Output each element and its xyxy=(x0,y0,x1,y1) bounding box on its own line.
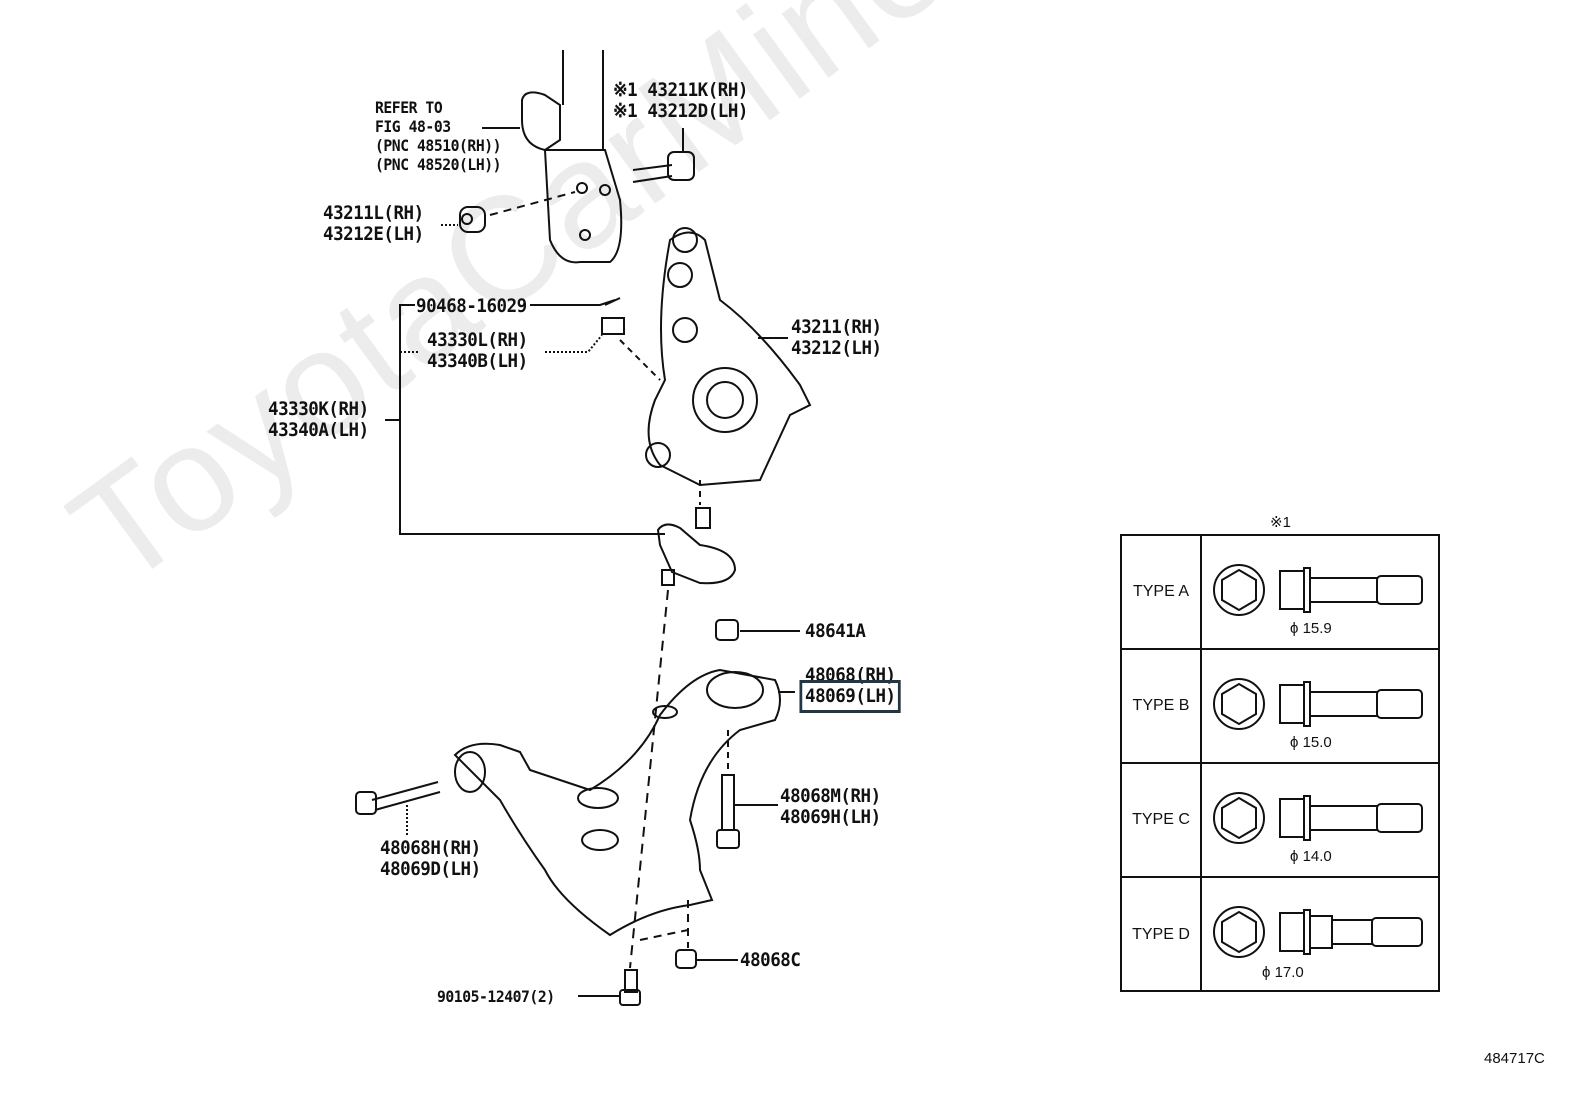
part-number-rh[interactable]: ※1 43211K(RH) xyxy=(613,79,748,101)
part-number-lh-selected[interactable]: 48069(LH) xyxy=(799,680,902,713)
part-number-lh[interactable]: 43340B(LH) xyxy=(427,350,528,372)
part-number-lh[interactable]: 48069H(LH) xyxy=(780,806,881,828)
figure-code: 484717C xyxy=(1484,1050,1545,1067)
part-number-lh[interactable]: 43212(LH) xyxy=(791,337,882,359)
strut-drawing xyxy=(521,50,623,264)
nut-48641a xyxy=(715,619,800,641)
part-number-rh[interactable]: 48068M(RH) xyxy=(780,785,881,807)
refer-line-4: (PNC 48520(LH)) xyxy=(375,155,502,174)
bolt-type-d-icon xyxy=(1213,906,1423,958)
part-number-lh[interactable]: ※1 43212D(LH) xyxy=(613,100,748,122)
part-number-lh[interactable]: 48069D(LH) xyxy=(380,858,481,880)
table-note-mark: ※1 xyxy=(1270,514,1291,531)
part-label-48068m[interactable]: 48068M(RH) 48069H(LH) xyxy=(780,786,881,828)
part-number-rh[interactable]: 43211L(RH) xyxy=(323,202,424,224)
nut-43211l xyxy=(441,127,576,233)
table-row: TYPE D ϕ 17.0 xyxy=(1122,878,1438,992)
knuckle-drawing xyxy=(645,227,812,487)
refer-line-1: REFER TO xyxy=(375,98,443,117)
refer-line-2: FIG 48-03 xyxy=(375,117,451,136)
bolt-type-c-icon xyxy=(1213,792,1423,844)
bolt-48068m xyxy=(716,730,778,849)
part-number-rh[interactable]: 48068H(RH) xyxy=(380,837,481,859)
type-label: TYPE D xyxy=(1122,878,1202,992)
type-label: TYPE B xyxy=(1122,650,1202,762)
part-number-lh[interactable]: 43340A(LH) xyxy=(268,419,369,441)
diameter-label: ϕ 17.0 xyxy=(1262,964,1304,981)
diameter-label: ϕ 15.9 xyxy=(1290,620,1332,637)
table-row: TYPE B ϕ 15.0 xyxy=(1122,650,1438,764)
part-label-43330l[interactable]: 43330L(RH) 43340B(LH) xyxy=(427,330,528,372)
part-label-90468[interactable]: 90468-16029 xyxy=(416,295,527,317)
part-label-48068[interactable]: 48068(RH) 48069(LH) xyxy=(799,664,902,713)
refer-to-label: REFER TO FIG 48-03 (PNC 48510(RH)) (PNC … xyxy=(375,98,502,174)
bolt-type-table: TYPE A ϕ 15.9 TYPE B ϕ 15.0 TYPE C ϕ 14.… xyxy=(1120,534,1440,992)
ball-joint-drawing xyxy=(656,480,737,586)
table-row: TYPE C ϕ 14.0 xyxy=(1122,764,1438,878)
diameter-label: ϕ 15.0 xyxy=(1290,734,1332,751)
part-label-43211k[interactable]: ※1 43211K(RH) ※1 43212D(LH) xyxy=(613,80,748,122)
part-label-43211l[interactable]: 43211L(RH) 43212E(LH) xyxy=(323,203,424,245)
bolt-type-b-icon xyxy=(1213,678,1423,730)
part-label-48068h[interactable]: 48068H(RH) 48069D(LH) xyxy=(380,838,481,880)
table-row: TYPE A ϕ 15.9 xyxy=(1122,536,1438,650)
diameter-label: ϕ 14.0 xyxy=(1290,848,1332,865)
part-number-rh[interactable]: 43330K(RH) xyxy=(268,398,369,420)
nut-48068c xyxy=(675,949,738,969)
bolt-48068h xyxy=(355,781,441,835)
type-label: TYPE A xyxy=(1122,536,1202,648)
part-number-rh[interactable]: 43211(RH) xyxy=(791,316,882,338)
type-label: TYPE C xyxy=(1122,764,1202,876)
part-number-lh[interactable]: 43212E(LH) xyxy=(323,223,424,245)
bracket-lines xyxy=(385,304,665,535)
part-label-43330k[interactable]: 43330K(RH) 43340A(LH) xyxy=(268,399,369,441)
bolt-type-a-icon xyxy=(1213,564,1423,616)
bolt-90105 xyxy=(578,969,641,1006)
refer-line-3: (PNC 48510(RH)) xyxy=(375,136,502,155)
part-number-rh[interactable]: 48068(RH) xyxy=(805,664,896,686)
castle-nut-and-pin xyxy=(530,297,661,381)
part-label-48068c[interactable]: 48068C xyxy=(740,949,801,971)
center-line xyxy=(629,589,669,969)
part-label-43211[interactable]: 43211(RH) 43212(LH) xyxy=(791,317,882,359)
part-label-48641a[interactable]: 48641A xyxy=(805,620,866,642)
lower-arm-drawing xyxy=(453,668,795,937)
part-label-90105[interactable]: 90105-12407(2) xyxy=(437,987,555,1006)
part-number-rh[interactable]: 43330L(RH) xyxy=(427,329,528,351)
bolt-43211k xyxy=(632,128,695,183)
